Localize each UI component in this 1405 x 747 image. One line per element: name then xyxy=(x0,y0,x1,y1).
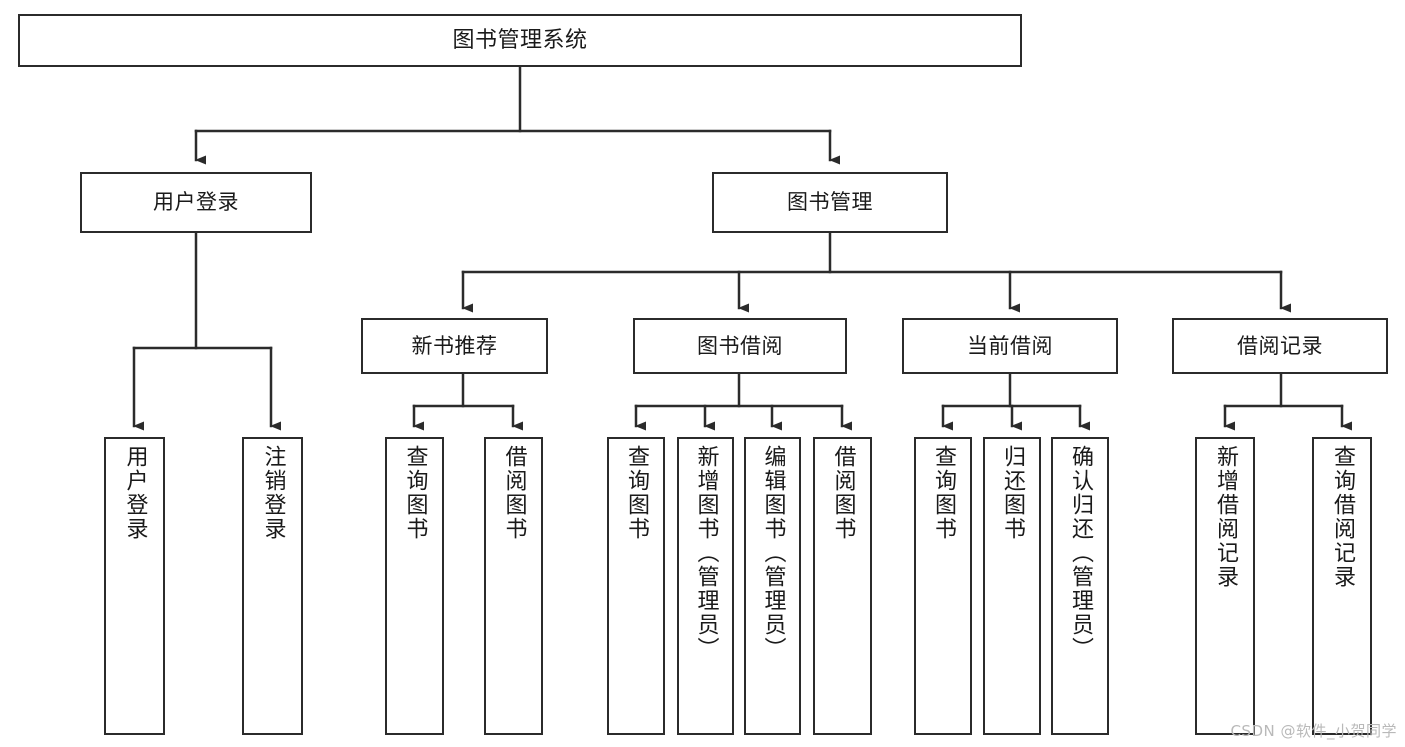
node-root-label: 图书管理系统 xyxy=(452,27,588,53)
node-leaf-query-record[interactable]: 查询借阅记录 xyxy=(1312,437,1372,735)
node-leaf-borrow-book-2-label: 借阅图书 xyxy=(830,445,856,541)
node-borrow-record[interactable]: 借阅记录 xyxy=(1172,318,1388,374)
node-borrow-record-label: 借阅记录 xyxy=(1237,333,1323,358)
node-leaf-logout-login[interactable]: 注销登录 xyxy=(242,437,303,735)
node-leaf-user-login[interactable]: 用户登录 xyxy=(104,437,165,735)
node-leaf-query-book-2[interactable]: 查询图书 xyxy=(607,437,665,735)
node-root[interactable]: 图书管理系统 xyxy=(18,14,1022,67)
node-leaf-query-book-3-label: 查询图书 xyxy=(931,445,956,541)
node-new-book-recommend-label: 新书推荐 xyxy=(411,333,498,358)
node-leaf-return-book-label: 归还图书 xyxy=(1000,445,1025,541)
node-book-manage-label: 图书管理 xyxy=(787,190,873,215)
node-new-book-recommend[interactable]: 新书推荐 xyxy=(361,318,548,374)
node-leaf-confirm-return-label: 确认归还（管理员） xyxy=(1068,445,1093,661)
node-leaf-edit-book-label: 编辑图书（管理员） xyxy=(760,445,786,661)
node-leaf-add-record[interactable]: 新增借阅记录 xyxy=(1195,437,1255,735)
node-leaf-confirm-return[interactable]: 确认归还（管理员） xyxy=(1051,437,1109,735)
node-leaf-return-book[interactable]: 归还图书 xyxy=(983,437,1041,735)
node-leaf-query-record-label: 查询借阅记录 xyxy=(1330,445,1355,589)
node-leaf-add-record-label: 新增借阅记录 xyxy=(1213,445,1238,589)
node-leaf-add-book-label: 新增图书（管理员） xyxy=(693,445,719,661)
node-leaf-edit-book[interactable]: 编辑图书（管理员） xyxy=(744,437,801,735)
node-leaf-query-book-1[interactable]: 查询图书 xyxy=(385,437,444,735)
node-leaf-add-book[interactable]: 新增图书（管理员） xyxy=(677,437,734,735)
node-leaf-query-book-3[interactable]: 查询图书 xyxy=(914,437,972,735)
node-leaf-user-login-label: 用户登录 xyxy=(122,445,148,541)
node-leaf-query-book-1-label: 查询图书 xyxy=(402,445,428,541)
node-user-login-label: 用户登录 xyxy=(153,190,239,215)
node-leaf-borrow-book-1-label: 借阅图书 xyxy=(501,445,527,541)
node-user-login[interactable]: 用户登录 xyxy=(80,172,312,233)
node-current-borrow[interactable]: 当前借阅 xyxy=(902,318,1118,374)
node-leaf-logout-login-label: 注销登录 xyxy=(260,445,286,541)
node-book-borrow-label: 图书借阅 xyxy=(697,333,783,358)
node-leaf-borrow-book-1[interactable]: 借阅图书 xyxy=(484,437,543,735)
node-current-borrow-label: 当前借阅 xyxy=(967,333,1053,358)
node-leaf-query-book-2-label: 查询图书 xyxy=(624,445,649,541)
node-leaf-borrow-book-2[interactable]: 借阅图书 xyxy=(813,437,872,735)
node-book-borrow[interactable]: 图书借阅 xyxy=(633,318,847,374)
node-book-manage[interactable]: 图书管理 xyxy=(712,172,948,233)
